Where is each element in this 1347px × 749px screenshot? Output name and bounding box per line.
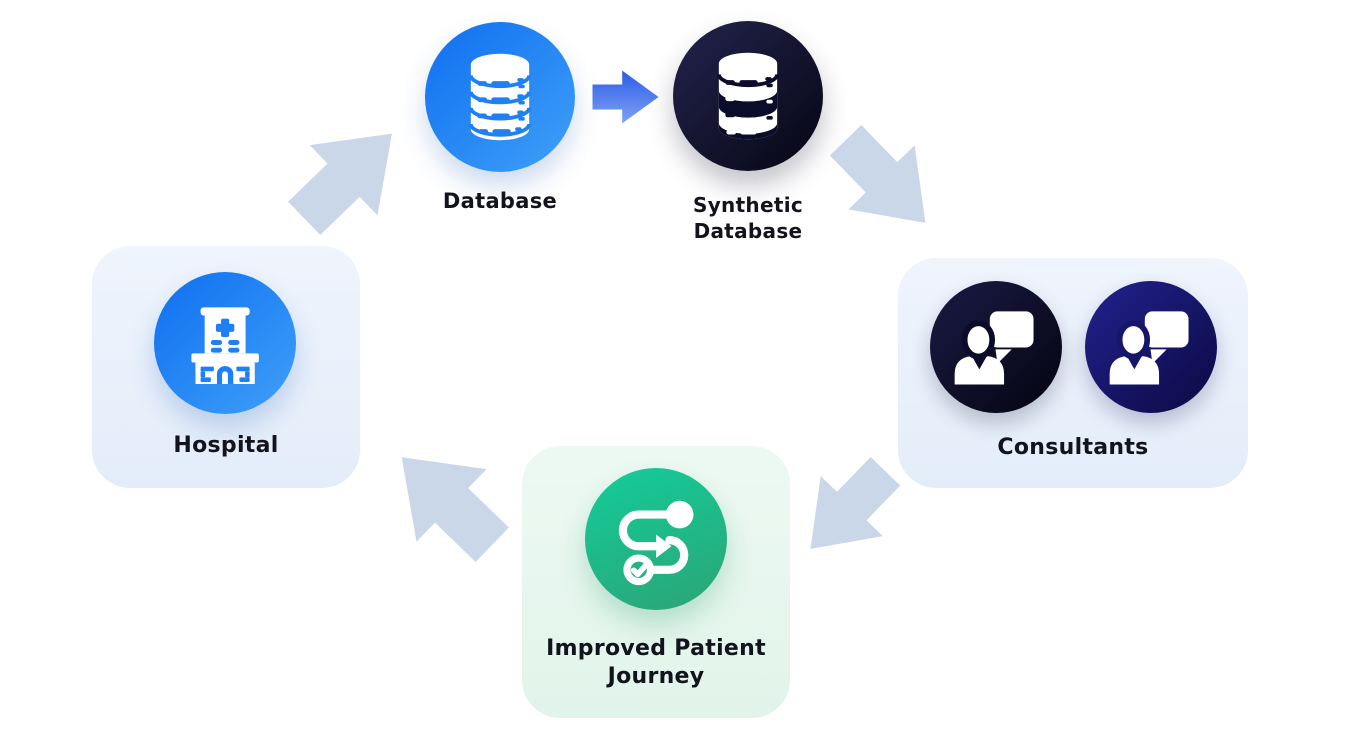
arrow-journey-to-hospital <box>358 412 536 590</box>
hospital-card: Hospital <box>92 246 360 488</box>
arrow-hospital-to-database <box>262 90 435 263</box>
synthetic-database-badge <box>673 21 823 171</box>
hospital-label: Hospital <box>173 433 279 458</box>
node-synthetic-database: Synthetic Database <box>673 21 823 243</box>
hospital-building-icon <box>191 307 259 384</box>
hospital-badge <box>154 272 296 414</box>
striped-database-icon <box>716 52 780 140</box>
synthetic-database-label: Synthetic Database <box>692 193 803 243</box>
database-label: Database <box>442 189 558 213</box>
route-with-checkpoint-icon <box>618 500 694 585</box>
consultants-label: Consultants <box>997 435 1149 460</box>
database-icon <box>468 53 532 141</box>
journey-badge <box>585 468 727 610</box>
consultants-card: Consultants <box>898 258 1248 488</box>
person-speech-bubble-icon <box>1110 311 1190 386</box>
improved-patient-journey-label: Improved Patient Journey <box>546 636 766 690</box>
improved-patient-journey-card: Improved Patient Journey <box>522 446 790 718</box>
consultant-badge-1 <box>930 281 1062 413</box>
consultant-badge-2 <box>1085 281 1217 413</box>
database-badge <box>425 22 575 172</box>
person-speech-bubble-icon <box>955 311 1035 386</box>
arrow-database-to-synthetic-database <box>592 64 659 130</box>
node-database: Database <box>425 22 575 213</box>
